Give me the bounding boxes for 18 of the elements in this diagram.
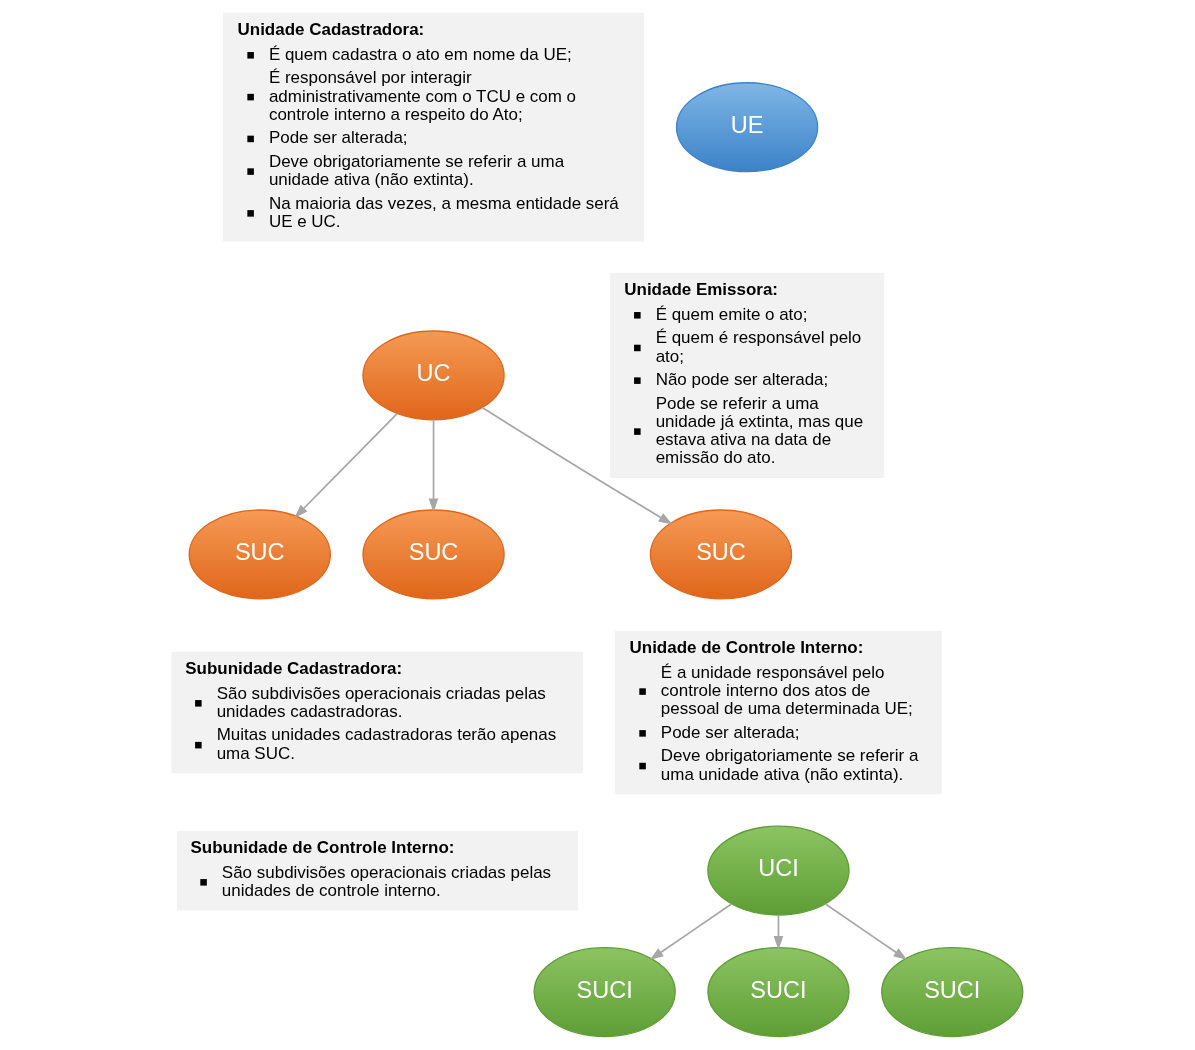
arrow xyxy=(824,903,908,961)
node-ellipse: SUCI xyxy=(707,947,850,1038)
node-ellipse: UE xyxy=(675,82,819,173)
arrow xyxy=(294,412,398,518)
node-box: Unidade Cadastradora: É quem cadastra o ato em nome da UE; É responsável por interagir administrativamente com o TCU e com o controle interno a respeito do Ato; Pode ser alterada; Deve obrigatoriamente se referir a uma unidade ativa (não extinta). Na maioria das vezes, a mesma entidade será UE e UC. xyxy=(223,12,644,242)
node-ellipse: SUC xyxy=(188,509,331,600)
arrow xyxy=(428,419,439,513)
arrow xyxy=(649,903,733,961)
node-box: Subunidade Cadastradora: São subdivisões operacionais criadas pelas unidades cadastradoras. Muitas unidades cadastradoras terão apenas uma SUC. xyxy=(171,651,584,774)
node-box: Unidade Emissora: É quem emite o ato; É quem é responsável pelo ato; Não pode ser alterada; Pode se referir a uma unidade já extinta, mas que estava ativa na data de emissão do ato. xyxy=(609,272,885,478)
node-ellipse: SUC xyxy=(362,509,505,600)
node-ellipse: SUC xyxy=(649,509,793,600)
node-ellipse: UC xyxy=(362,330,505,421)
node-box: Unidade de Controle Interno: É a unidade responsável pelo controle interno dos atos de pessoal de uma determinada UE; Pode ser alterada; Deve obrigatoriamente se referir a uma unidade ativa (não extinta). xyxy=(615,630,942,795)
node-ellipse: UCI xyxy=(707,825,850,916)
arrow xyxy=(773,914,784,950)
arrow xyxy=(481,406,673,525)
node-box: Subunidade de Controle Interno: São subdivisões operacionais criadas pelas unidades de controle interno. xyxy=(176,830,578,911)
